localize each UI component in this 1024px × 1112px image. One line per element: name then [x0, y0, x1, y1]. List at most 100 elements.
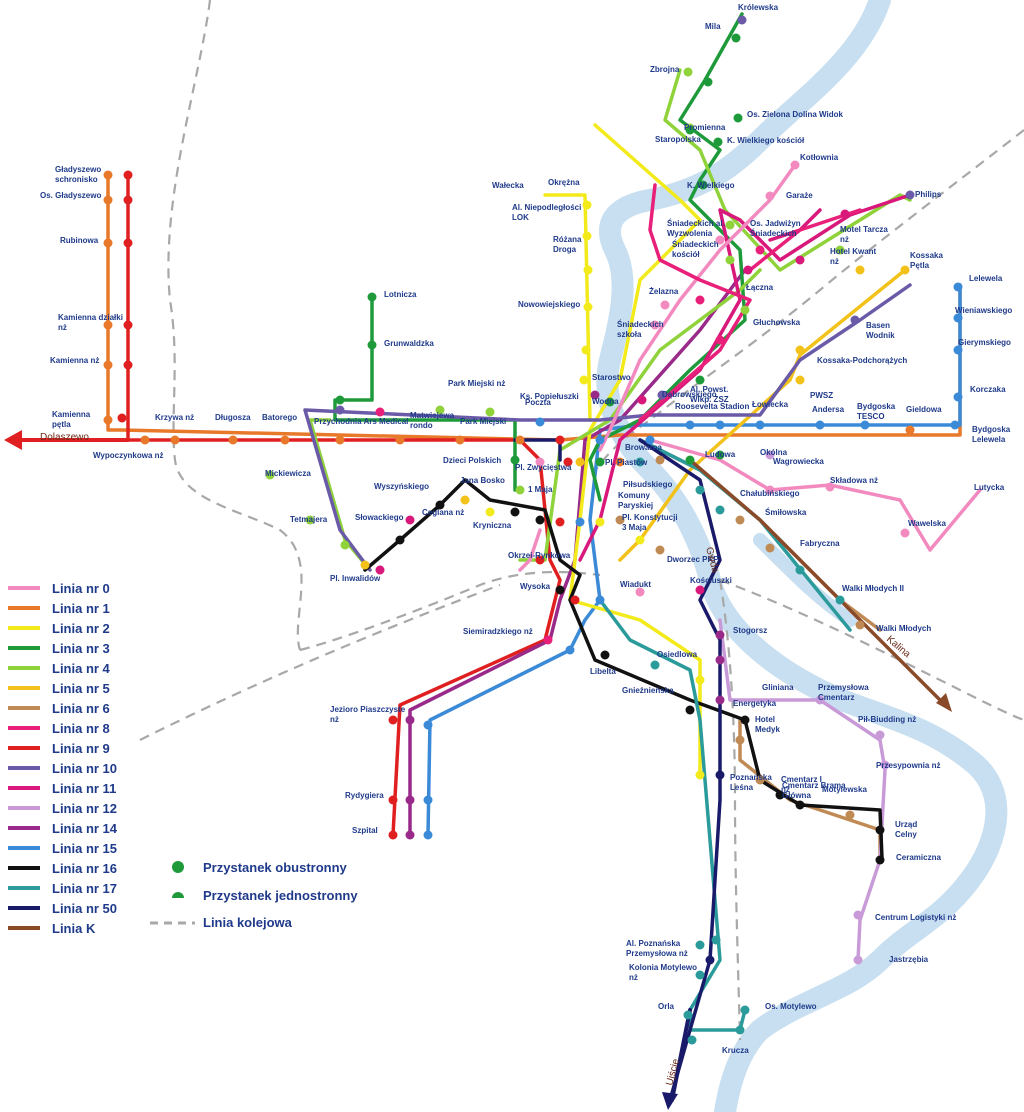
stop-marker: [280, 435, 290, 445]
stop-label: Park Miejski: [460, 417, 506, 426]
stop-label: Grunwaldzka: [384, 339, 434, 348]
stop-marker: [731, 33, 741, 43]
stop-marker: [103, 320, 113, 330]
stop-label: Przychodnia Ars Medical: [314, 417, 408, 426]
stop-label: Kryniczna: [473, 521, 512, 530]
stop-marker: [423, 720, 433, 730]
stop-marker: [367, 340, 377, 350]
stop-label: Energetyka: [733, 699, 777, 708]
stop-marker: [583, 302, 593, 312]
arrow-southeast-icon: [936, 693, 952, 712]
stop-marker: [579, 375, 589, 385]
legend-line-label: Linia nr 5: [52, 681, 110, 696]
stop-label: Kościuszki: [690, 576, 732, 585]
legend-line-label: Linia nr 12: [52, 801, 117, 816]
stop-marker: [595, 457, 605, 467]
stop-label: Orla: [658, 1002, 675, 1011]
stop-label: Szpital: [352, 826, 378, 835]
stop-marker: [795, 345, 805, 355]
stop-marker: [335, 405, 345, 415]
stop-marker: [695, 585, 705, 595]
stop-label: Motylewska: [822, 785, 867, 794]
legend-line-label: Linia nr 14: [52, 821, 118, 836]
legend-line-label: Linia nr 3: [52, 641, 110, 656]
stop-label: Chałubińskiego: [740, 489, 800, 498]
legend-symbols: Przystanek obustronny Przystanek jednost…: [150, 860, 358, 930]
stop-label: Staropolska: [655, 135, 701, 144]
stop-marker: [650, 320, 660, 330]
stop-marker: [740, 1005, 750, 1015]
stop-marker: [455, 435, 465, 445]
stop-marker: [515, 485, 525, 495]
stop-label: Wagrowiecka: [773, 457, 824, 466]
stop-marker: [515, 435, 525, 445]
stop-label: Śmiłowska: [765, 508, 807, 517]
stop-label: PWSZ: [810, 391, 833, 400]
stop-marker: [340, 540, 350, 550]
stop-label: Okrzei-Rynkowa: [508, 551, 571, 560]
stop-marker: [405, 715, 415, 725]
legend-line-label: Linia nr 11: [52, 781, 116, 796]
stop-marker: [855, 265, 865, 275]
arrow-south-icon: [662, 1092, 678, 1110]
stop-label: Kotłownia: [800, 153, 839, 162]
stop-label: Wałecka: [492, 181, 524, 190]
stop-marker: [953, 313, 963, 323]
stop-marker: [695, 675, 705, 685]
stop-marker: [735, 1025, 745, 1035]
stop-label: Dąbrowskiego: [662, 390, 717, 399]
stop-marker: [615, 457, 625, 467]
stop-label: Wawelska: [908, 519, 946, 528]
legend-line-label: Linia nr 1: [52, 601, 110, 616]
stop-marker: [900, 265, 910, 275]
stop-label: Żelazna: [649, 287, 679, 296]
stop-marker: [953, 392, 963, 402]
stop-marker: [123, 195, 133, 205]
stop-label: Korczaka: [970, 385, 1006, 394]
stop-label: Siemiradzkiego nż: [463, 627, 533, 636]
legend-stop-both: Przystanek obustronny: [203, 860, 348, 875]
stop-marker: [657, 390, 667, 400]
stop-label: Królewska: [738, 3, 779, 12]
stop-marker: [715, 335, 725, 345]
stop-label: Park Miejski nż: [448, 379, 505, 388]
stop-label: Przesypownia nż: [876, 761, 940, 770]
stop-label: Libelta: [590, 667, 616, 676]
railways: [139, 0, 1024, 1041]
stop-marker: [595, 595, 605, 605]
stop-single-icon: [172, 892, 184, 898]
stop-label: Długosza: [215, 413, 251, 422]
routes: [10, 12, 982, 1102]
stop-marker: [695, 375, 705, 385]
stop-marker: [605, 397, 615, 407]
stop-marker: [765, 485, 775, 495]
stop-label: Wiadukt: [620, 580, 651, 589]
stop-marker: [695, 295, 705, 305]
stop-marker: [703, 77, 713, 87]
stop-marker: [695, 970, 705, 980]
stop-marker: [123, 360, 133, 370]
stop-marker: [460, 495, 470, 505]
stop-marker: [685, 455, 695, 465]
stop-marker: [755, 420, 765, 430]
stop-marker: [140, 435, 150, 445]
stop-marker: [711, 935, 721, 945]
stop-marker: [835, 245, 845, 255]
stop-label: Pl. Inwalidów: [330, 574, 381, 583]
stop-marker: [555, 585, 565, 595]
legend-railway: Linia kolejowa: [203, 915, 293, 930]
legend-line-label: Linia nr 50: [52, 901, 117, 916]
legend-line-label: Linia nr 8: [52, 721, 110, 736]
stop-marker: [485, 407, 495, 417]
stop-marker: [595, 435, 605, 445]
stop-marker: [388, 795, 398, 805]
